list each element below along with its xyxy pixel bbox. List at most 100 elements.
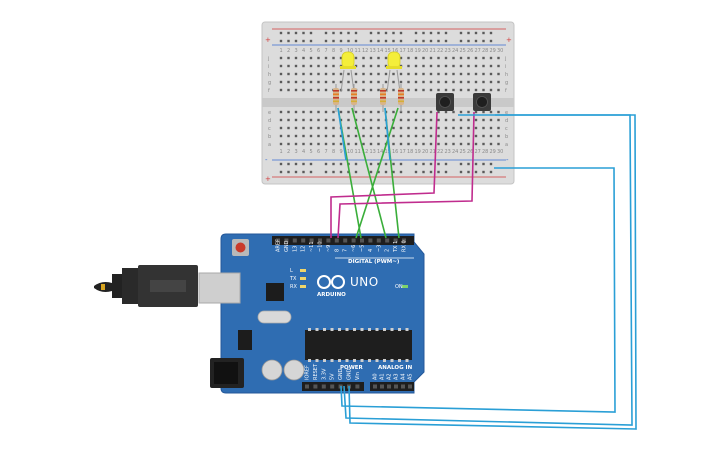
- terminal-hole[interactable]: [459, 134, 463, 138]
- rail-hole[interactable]: [332, 31, 335, 35]
- terminal-hole[interactable]: [369, 110, 373, 114]
- terminal-hole[interactable]: [324, 80, 328, 84]
- terminal-hole[interactable]: [294, 56, 298, 60]
- digital-pin-hole[interactable]: [402, 238, 406, 243]
- wires[interactable]: [330, 107, 637, 430]
- terminal-hole[interactable]: [317, 134, 320, 138]
- digital-pin-hole[interactable]: [301, 238, 306, 243]
- power-pin-hole[interactable]: [305, 384, 309, 389]
- digital-header-holes[interactable]: [276, 238, 406, 243]
- terminal-hole[interactable]: [422, 88, 425, 92]
- rail-hole[interactable]: [339, 170, 343, 174]
- terminal-hole[interactable]: [422, 142, 425, 146]
- terminal-hole[interactable]: [407, 72, 410, 76]
- terminal-hole[interactable]: [392, 72, 395, 76]
- terminal-hole[interactable]: [324, 88, 328, 92]
- resistor-1[interactable]: [333, 84, 339, 112]
- terminal-hole[interactable]: [309, 126, 313, 130]
- rail-hole[interactable]: [422, 162, 425, 166]
- rail-hole[interactable]: [437, 31, 440, 35]
- terminal-hole[interactable]: [279, 126, 283, 130]
- terminal-hole[interactable]: [489, 64, 493, 68]
- terminal-hole[interactable]: [362, 80, 365, 84]
- terminal-hole[interactable]: [354, 56, 358, 60]
- terminal-hole[interactable]: [309, 56, 313, 60]
- terminal-hole[interactable]: [489, 134, 493, 138]
- terminal-hole[interactable]: [414, 110, 418, 114]
- terminal-hole[interactable]: [407, 110, 410, 114]
- terminal-hole[interactable]: [414, 134, 418, 138]
- digital-pin-hole[interactable]: [334, 238, 339, 243]
- rail-hole[interactable]: [437, 39, 440, 43]
- terminal-hole[interactable]: [309, 64, 313, 68]
- terminal-hole[interactable]: [302, 80, 305, 84]
- terminal-hole[interactable]: [354, 72, 358, 76]
- rail-hole[interactable]: [467, 31, 470, 35]
- terminal-hole[interactable]: [459, 56, 463, 60]
- rail-hole[interactable]: [384, 31, 388, 35]
- terminal-hole[interactable]: [437, 56, 440, 60]
- terminal-hole[interactable]: [467, 56, 470, 60]
- terminal-hole[interactable]: [377, 126, 380, 130]
- terminal-hole[interactable]: [302, 118, 305, 122]
- rail-hole[interactable]: [302, 31, 305, 35]
- wire-blue-led-left[interactable]: [337, 107, 347, 161]
- terminal-hole[interactable]: [444, 134, 448, 138]
- terminal-hole[interactable]: [467, 64, 470, 68]
- terminal-hole[interactable]: [377, 72, 380, 76]
- terminal-hole[interactable]: [452, 110, 455, 114]
- terminal-hole[interactable]: [377, 80, 380, 84]
- rail-hole[interactable]: [429, 31, 433, 35]
- rail-hole[interactable]: [414, 162, 418, 166]
- terminal-hole[interactable]: [279, 72, 283, 76]
- terminal-hole[interactable]: [414, 88, 418, 92]
- terminal-hole[interactable]: [407, 126, 410, 130]
- terminal-hole[interactable]: [294, 110, 298, 114]
- terminal-hole[interactable]: [497, 56, 500, 60]
- terminal-hole[interactable]: [309, 142, 313, 146]
- terminal-hole[interactable]: [302, 88, 305, 92]
- rail-hole[interactable]: [474, 162, 478, 166]
- terminal-hole[interactable]: [429, 110, 433, 114]
- terminal-hole[interactable]: [369, 88, 373, 92]
- terminal-hole[interactable]: [369, 72, 373, 76]
- terminal-hole[interactable]: [459, 80, 463, 84]
- digital-pin-hole[interactable]: [318, 238, 322, 243]
- pushbutton-right[interactable]: [473, 93, 491, 111]
- terminal-hole[interactable]: [309, 134, 313, 138]
- usb-port[interactable]: [198, 272, 241, 304]
- terminal-hole[interactable]: [452, 126, 455, 130]
- wire-blue-led-right[interactable]: [384, 107, 391, 161]
- terminal-hole[interactable]: [354, 126, 358, 130]
- rail-hole[interactable]: [489, 31, 493, 35]
- terminal-hole[interactable]: [287, 80, 290, 84]
- terminal-hole[interactable]: [437, 80, 440, 84]
- terminal-hole[interactable]: [287, 126, 290, 130]
- terminal-hole[interactable]: [437, 126, 440, 130]
- terminal-hole[interactable]: [294, 118, 298, 122]
- rail-hole[interactable]: [399, 162, 403, 166]
- terminal-hole[interactable]: [452, 88, 455, 92]
- wire-cyan-2[interactable]: [348, 114, 637, 430]
- terminal-hole[interactable]: [489, 88, 493, 92]
- rail-hole[interactable]: [459, 31, 463, 35]
- rail-hole[interactable]: [339, 39, 343, 43]
- terminal-hole[interactable]: [332, 80, 335, 84]
- terminal-hole[interactable]: [444, 80, 448, 84]
- terminal-hole[interactable]: [474, 56, 478, 60]
- rail-hole[interactable]: [332, 170, 335, 174]
- rail-hole[interactable]: [287, 31, 290, 35]
- analog-pin-hole[interactable]: [373, 384, 377, 389]
- terminal-hole[interactable]: [497, 126, 500, 130]
- terminal-hole[interactable]: [489, 72, 493, 76]
- rail-hole[interactable]: [324, 170, 328, 174]
- rail-hole[interactable]: [482, 39, 485, 43]
- terminal-hole[interactable]: [444, 142, 448, 146]
- terminal-hole[interactable]: [279, 88, 283, 92]
- terminal-hole[interactable]: [347, 88, 350, 92]
- rail-hole[interactable]: [302, 162, 305, 166]
- digital-pin-hole[interactable]: [368, 238, 373, 243]
- digital-pin-hole[interactable]: [292, 238, 297, 243]
- rail-hole[interactable]: [459, 162, 463, 166]
- terminal-hole[interactable]: [437, 72, 440, 76]
